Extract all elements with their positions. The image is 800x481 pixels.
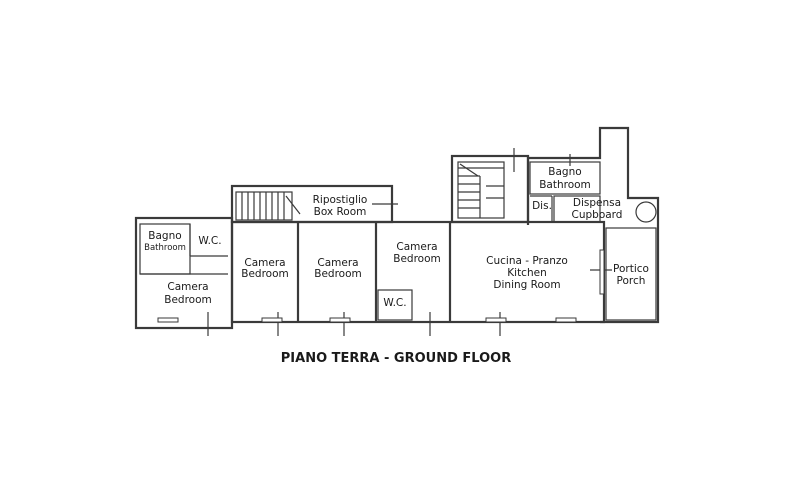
stairs-left bbox=[235, 191, 301, 221]
porch-label: Porch bbox=[617, 275, 646, 287]
box-room-label: Box Room bbox=[314, 206, 367, 218]
camera-2-label: Camera bbox=[244, 257, 285, 269]
cupboard-label: Cupboard bbox=[572, 209, 623, 221]
ripostiglio-label: Ripostiglio bbox=[313, 194, 368, 206]
bagno-left-label: Bagno bbox=[148, 230, 181, 242]
bathroom-right-label: Bathroom bbox=[539, 179, 591, 191]
wc-center-label: W.C. bbox=[383, 297, 406, 309]
dispensa-label: Dispensa bbox=[573, 197, 621, 209]
camera-left-label: Camera bbox=[167, 281, 208, 293]
dining-room-label: Dining Room bbox=[493, 279, 560, 291]
interior-walls bbox=[139, 161, 657, 322]
camera-3-label: Camera bbox=[317, 257, 358, 269]
wc-left-label: W.C. bbox=[198, 235, 221, 247]
bathroom-left-label: Bathroom bbox=[144, 243, 186, 253]
bedroom-left-label: Bedroom bbox=[164, 294, 212, 306]
cucina-label: Cucina - Pranzo bbox=[486, 255, 568, 267]
camera-4-label: Camera bbox=[396, 241, 437, 253]
stairs-center bbox=[457, 161, 505, 219]
dis-label: Dis. bbox=[532, 200, 552, 212]
floor-plan-title: PIANO TERRA - GROUND FLOOR bbox=[281, 351, 511, 366]
openings bbox=[157, 148, 612, 336]
bedroom-2-label: Bedroom bbox=[241, 268, 289, 280]
bedroom-4-label: Bedroom bbox=[393, 253, 441, 265]
portico-label: Portico bbox=[613, 263, 649, 275]
kitchen-label: Kitchen bbox=[507, 267, 546, 279]
bedroom-3-label: Bedroom bbox=[314, 268, 362, 280]
bagno-right-label: Bagno bbox=[548, 166, 581, 178]
